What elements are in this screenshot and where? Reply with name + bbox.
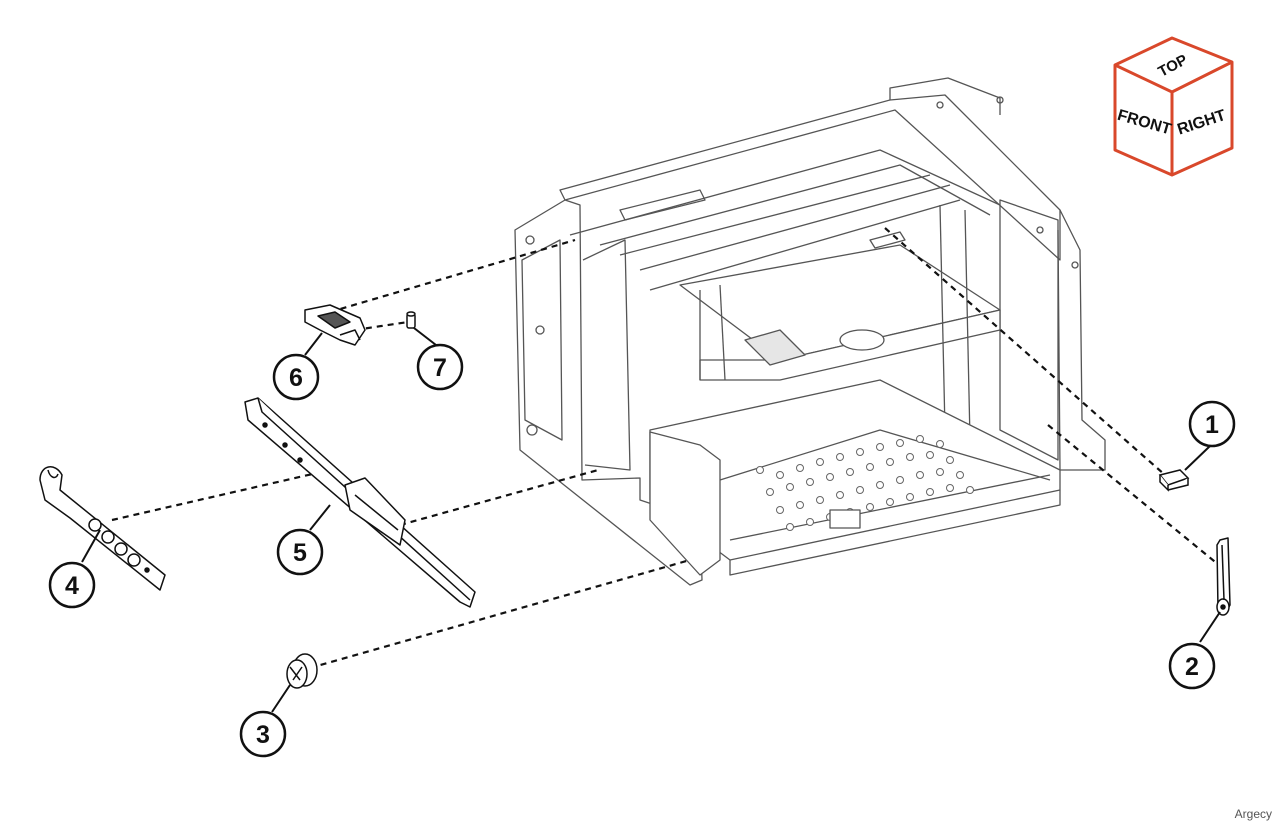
leader-line-4 <box>111 468 331 522</box>
part-7-pin <box>406 311 416 329</box>
part-5-slide-rail <box>244 397 476 608</box>
part-4-hook-bar <box>39 466 166 591</box>
frame-floor-holes <box>756 435 974 531</box>
part-3-roller <box>286 653 318 689</box>
watermark: Argecy <box>1234 807 1272 821</box>
callout-6-label: 6 <box>289 364 303 392</box>
leader-line-7 <box>354 320 409 332</box>
callout-3-label: 3 <box>256 721 270 749</box>
leader-line-5 <box>399 468 599 527</box>
callout-4-label: 4 <box>65 572 79 600</box>
orientation-cube: TOP FRONT RIGHT <box>1113 36 1234 177</box>
leader-line-2 <box>1047 424 1226 571</box>
callout-1-label: 1 <box>1205 411 1219 439</box>
leader-line-1 <box>884 227 1166 476</box>
leader-line-6 <box>329 238 576 314</box>
callout-4: 4 <box>48 561 96 609</box>
leader-line-3 <box>309 558 691 670</box>
part-6-bracket <box>304 304 366 346</box>
callout-3: 3 <box>239 710 287 758</box>
callout-5: 5 <box>276 528 324 576</box>
callout-1: 1 <box>1188 400 1236 448</box>
callout-leaders <box>81 327 1221 713</box>
callout-7-label: 7 <box>433 354 447 382</box>
printer-frame <box>514 77 1106 586</box>
callout-2-label: 2 <box>1185 653 1199 681</box>
callout-7: 7 <box>416 343 464 391</box>
part-2-strap <box>1216 537 1231 616</box>
callout-5-label: 5 <box>293 539 307 567</box>
leader-lines <box>111 227 1226 670</box>
callout-6: 6 <box>272 353 320 401</box>
orientation-cube-edges <box>1113 36 1234 177</box>
callout-2: 2 <box>1168 642 1216 690</box>
part-1-clip <box>1158 469 1190 492</box>
